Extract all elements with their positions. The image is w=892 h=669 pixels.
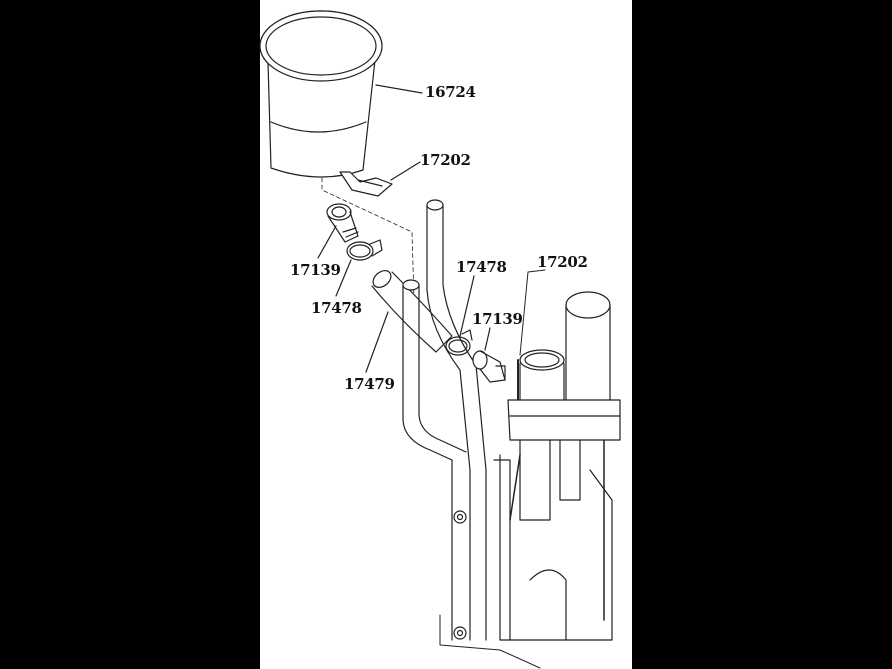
hose-fitting-top-part <box>317 203 359 259</box>
hose-clamp-top-part <box>335 239 383 297</box>
pump-assembly-part <box>439 269 621 669</box>
frame-pipes <box>402 199 487 641</box>
part-label-17202-top: 17202 <box>420 151 471 169</box>
reservoir-cup-part <box>259 10 423 178</box>
part-label-17139-right: 17139 <box>472 310 523 328</box>
hose-part <box>365 270 453 373</box>
part-label-17478-top: 17478 <box>311 299 362 317</box>
bracket-clip-top-part <box>321 161 421 301</box>
part-label-16724: 16724 <box>425 83 476 101</box>
part-label-17478-right: 17478 <box>456 258 507 276</box>
part-label-17139-top: 17139 <box>290 261 341 279</box>
hose-clamp-right-part <box>445 275 475 356</box>
part-label-17202-right: 17202 <box>537 253 588 271</box>
hose-fitting-right-part <box>472 327 506 383</box>
part-label-17479: 17479 <box>344 375 395 393</box>
